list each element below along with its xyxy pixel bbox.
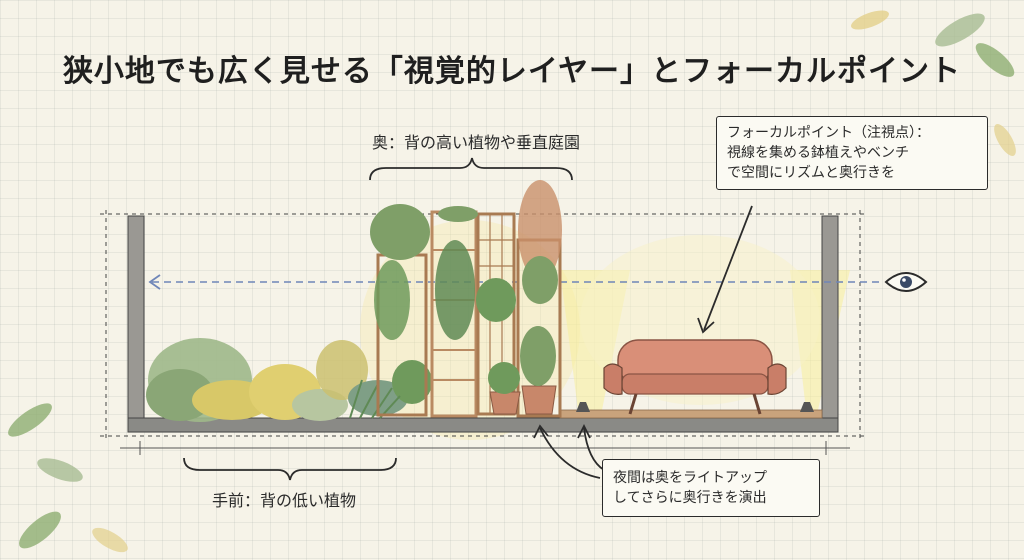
page-title: 狭小地でも広く見せる「視覚的レイヤー」とフォーカルポイント — [62, 54, 962, 89]
decorative-leaves-bottom-left — [8, 403, 128, 553]
focal-point-line-3: で空間にリズムと奥行きを — [727, 165, 895, 181]
back-layer-brace — [369, 157, 573, 181]
vertical-garden — [370, 180, 562, 418]
uplight-icon — [576, 402, 814, 412]
front-low-plants — [146, 338, 432, 422]
wood-deck — [559, 409, 823, 419]
focal-point-line-1: フォーカルポイント（注視点）： — [727, 125, 930, 141]
bench-icon — [603, 339, 787, 415]
night-lighting-line-1: 夜間は奥をライトアップ — [613, 470, 767, 486]
night-lighting-line-2: してさらに奥行きを演出 — [613, 490, 767, 506]
eye-icon — [884, 272, 928, 292]
front-layer-brace — [183, 457, 397, 481]
sight-line — [148, 274, 880, 290]
back-layer-label: 奥：背の高い植物や垂直庭園 — [372, 133, 581, 152]
decorative-leaves-top-right — [851, 10, 1016, 156]
focal-point-line-2: 視線を集める鉢植えやベンチ — [727, 145, 909, 161]
front-layer-label: 手前：背の低い植物 — [212, 491, 357, 510]
focal-point-arrow — [697, 205, 753, 334]
garden-section-frame — [100, 210, 866, 455]
planter-icon — [488, 326, 557, 415]
night-lighting-callout: 夜間は奥をライトアップ してさらに奥行きを演出 — [602, 459, 820, 517]
focal-point-callout: フォーカルポイント（注視点）： 視線を集める鉢植えやベンチ で空間にリズムと奥行… — [716, 116, 988, 190]
night-light-arrows — [533, 423, 605, 479]
